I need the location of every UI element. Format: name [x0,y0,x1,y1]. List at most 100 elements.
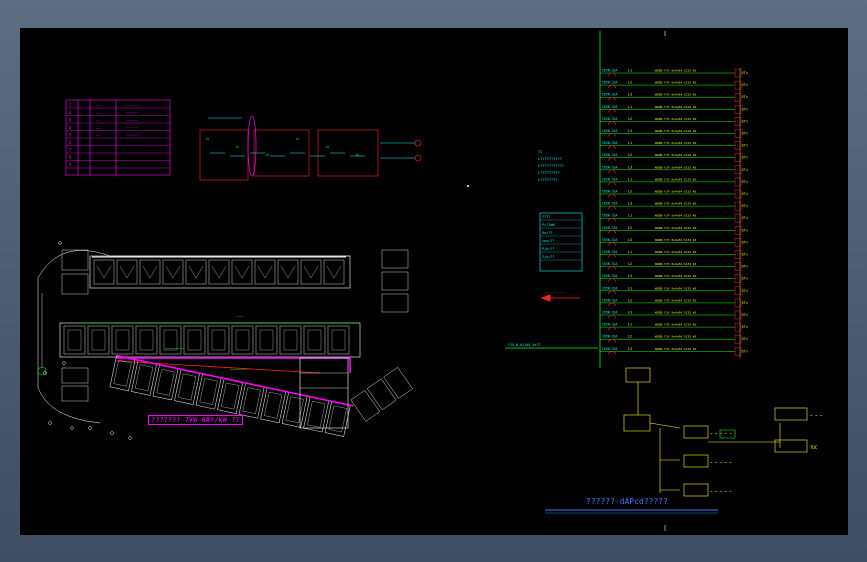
equipment-room [299,357,349,429]
circuit-phase-label: L1 [628,141,632,145]
circuit-phase-label: L1 [628,177,632,181]
car-outline [199,378,218,405]
distribution-box [683,425,709,439]
outlet-label: ETv [742,156,748,160]
circuit-cable-label: WDZB-YJY-3x4+E4 SC32 WC [655,262,697,266]
parking-stall [367,378,397,411]
circuit-phase-label: L2 [628,335,632,339]
schematic-component: ▭ [326,144,329,150]
circuit-breaker-label: C65N-32A [602,69,617,73]
circuit-phase-label: L3 [628,165,632,169]
legend-row-text: ~~~~~~ [126,119,139,123]
legend-row-text: ~~~~~~ [126,111,139,115]
circuit-phase-label: L3 [628,238,632,242]
box-label: ~ ~ ~ ~ ~ [710,489,732,494]
breaker-symbol [607,96,617,101]
circuit-cable-label: WDZB-YJY-3x4+E4 SC32 WC [655,129,697,133]
circuit-phase-label: L1 [628,323,632,327]
outlet-symbol [734,322,742,332]
car-outline [139,329,154,351]
charger-box [774,439,808,453]
breaker-symbol [607,290,617,294]
parking-stall-left [61,249,89,271]
circuit-phase-label: L1 [628,105,632,109]
circuit-phase-label: L1 [628,250,632,254]
outlet-symbol [734,129,742,138]
parking-stall [255,325,278,355]
summary-item: ???? [542,215,550,219]
outlet-symbol [734,117,742,126]
parking-stall [159,325,182,355]
breaker-symbol [607,181,617,186]
circuit-phase-label: L1 [628,214,632,218]
left-plan-title: ??????? 7kW 8#Y/kW ?? [148,415,243,425]
drawing-canvas[interactable]: 1——~~~~~~2——~~~~~~3——~~~~~~4——~~~~~~5——~… [20,28,848,535]
summary-item: P=??kW [542,223,555,227]
breaker-symbol [607,230,617,234]
parking-stall [279,325,302,355]
circuit-phase-label: L2 [628,262,632,266]
parking-stall [111,325,134,355]
meter-box [625,367,651,383]
incoming-feeder-label: YJV-0.6/1kV 4x?? [508,343,541,347]
parking-stall [162,259,184,285]
outlet-label: ETv [742,337,748,341]
breaker-symbol [607,242,617,246]
car-outline [211,329,226,351]
plan-label: ~~~~~~~~ [165,346,185,351]
circuit-cable-label: WDZB-YJY-3x4+E4 SC32 WC [655,69,697,73]
parking-stall-left [61,385,89,402]
outlet-symbol [734,201,742,211]
summary-item: cos=?? [542,239,554,243]
circuit-breaker-label: C65N-32A [602,335,617,339]
car-outline [242,387,261,414]
circuit-breaker-label: C65N-32A [602,141,617,145]
circuit-breaker-label: C65N-32A [602,93,617,97]
circuit-breaker-label: C65N-32A [602,153,617,157]
legend-row-symbol: —— [96,126,101,130]
car-outline [307,401,326,428]
circuit-breaker-label: C65N-32A [602,238,617,242]
breaker-symbol [607,169,617,173]
outlet-symbol [734,213,742,223]
circuit-breaker-label: C65N-32A [602,347,617,351]
parking-row-top [89,255,351,289]
outlet-label: ETv [742,253,748,257]
summary-item: Kx=?? [542,231,552,235]
distribution-box [683,483,709,497]
outlet-symbol [734,262,742,271]
outlet-label: ETv [742,132,748,136]
outlet-label: ETv [742,180,748,184]
survey-marker [62,361,66,365]
circuit-cable-label: WDZB-YJY-3x4+E4 SC32 WC [655,165,697,169]
outlet-label: ETv [742,216,748,220]
car-outline [113,359,132,387]
circuit-cable-label: WDZB-YJY-3x4+E4 SC32 WC [655,298,697,302]
circuit-phase-label: L2 [628,226,632,230]
circuit-breaker-label: C65N-32A [602,177,617,181]
parking-stall [277,259,299,285]
breaker-symbol [607,193,617,198]
outlet-symbol [734,153,742,162]
summary-box [539,212,583,272]
north-arrow [37,366,47,376]
circuit-phase-label: L3 [628,347,632,351]
box-label: ~ ~ ~ ~ ~ [710,431,732,436]
outlet-label: ETv [742,265,748,269]
schematic-component: ▭ [356,152,359,158]
schematic-terminal [414,139,422,147]
legend-table [65,99,171,176]
circuit-phase-label: L3 [628,129,632,133]
right-diagram-title: ??????-dAPcd????? [586,497,668,506]
breaker-symbol [607,254,617,258]
outlet-symbol [734,105,742,114]
survey-marker [128,436,132,440]
circuit-cable-label: WDZB-YJY-3x4+E4 SC32 WC [655,274,697,278]
outlet-label: ETv [742,313,748,317]
schematic-box-3 [317,129,379,177]
circuit-cable-label: WDZB-YJY-3x4+E4 SC32 WC [655,105,697,109]
legend-row-symbol: —— [96,104,101,108]
car-outline [178,373,197,401]
schematic-terminal [414,154,422,162]
legend-row-number: 8 [69,155,72,160]
